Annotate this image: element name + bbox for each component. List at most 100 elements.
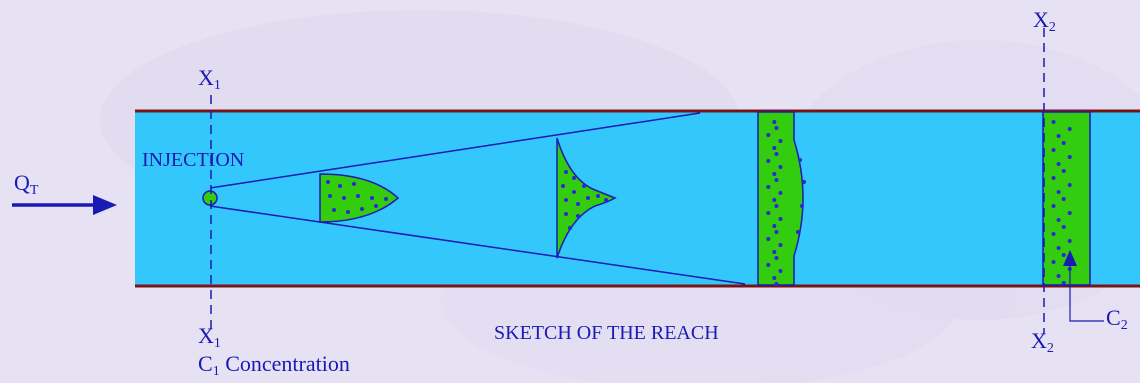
diagram-caption: SKETCH OF THE REACH bbox=[494, 322, 719, 344]
tracer-particle bbox=[1051, 232, 1056, 236]
tracer-particle bbox=[576, 214, 580, 218]
tracer-particle bbox=[1051, 120, 1056, 124]
tracer-particle bbox=[766, 185, 771, 189]
tracer-particle bbox=[772, 224, 777, 228]
tracer-particle bbox=[332, 208, 336, 212]
tracer-cloud-1-particles bbox=[326, 180, 388, 214]
c2-pointer bbox=[1063, 250, 1104, 322]
tracer-band-x2 bbox=[1042, 111, 1091, 286]
tracer-particle bbox=[774, 230, 779, 234]
tracer-particle bbox=[766, 133, 771, 137]
tracer-particle bbox=[772, 250, 777, 254]
tracer-particle bbox=[1056, 246, 1061, 250]
flow-arrow bbox=[12, 195, 117, 215]
tracer-particle bbox=[772, 276, 777, 280]
tracer-particle bbox=[1051, 260, 1056, 264]
tracer-particle bbox=[1061, 281, 1066, 285]
tracer-particle bbox=[1067, 155, 1072, 159]
tracer-particle bbox=[772, 120, 777, 124]
flow-rate-label: QT bbox=[14, 170, 39, 198]
tracer-particle bbox=[328, 194, 332, 198]
tracer-particle bbox=[370, 196, 374, 200]
tracer-particle bbox=[778, 165, 783, 169]
tracer-particle bbox=[338, 184, 342, 188]
tracer-particle bbox=[1067, 127, 1072, 131]
tracer-particle bbox=[352, 182, 356, 186]
tracer-particle bbox=[766, 237, 771, 241]
tracer-particle bbox=[564, 198, 568, 202]
tracer-particle bbox=[1061, 253, 1066, 257]
injection-point bbox=[202, 190, 218, 206]
tracer-particle bbox=[1061, 141, 1066, 145]
tracer-particle bbox=[374, 204, 378, 208]
tracer-particle bbox=[561, 184, 565, 188]
tracer-particle bbox=[576, 202, 580, 206]
section-x2-top-label: X2 bbox=[1033, 7, 1056, 35]
tracer-particle bbox=[356, 194, 360, 198]
tracer-particle bbox=[1051, 204, 1056, 208]
tracer-particle bbox=[778, 269, 783, 273]
tracer-particle bbox=[802, 180, 806, 184]
tracer-particle bbox=[342, 196, 346, 200]
tracer-particle bbox=[1056, 162, 1061, 166]
tracer-particle bbox=[778, 217, 783, 221]
tracer-particle bbox=[774, 152, 779, 156]
section-x1-top-label: X1 bbox=[198, 65, 221, 93]
injection-label: INJECTION bbox=[142, 149, 245, 171]
tracer-cloud-3-particles bbox=[766, 120, 806, 286]
tracer-particle bbox=[774, 256, 779, 260]
tracer-particle bbox=[360, 207, 364, 211]
tracer-particle bbox=[572, 190, 576, 194]
tracer-particle bbox=[1056, 218, 1061, 222]
tracer-particle bbox=[774, 126, 779, 130]
tracer-particle bbox=[1056, 134, 1061, 138]
tracer-particle bbox=[766, 159, 771, 163]
tracer-particle bbox=[796, 230, 800, 234]
tracer-particle bbox=[800, 204, 804, 208]
tracer-particle bbox=[772, 198, 777, 202]
tracer-particle bbox=[1056, 274, 1061, 278]
river-water bbox=[135, 112, 1140, 285]
tracer-band-x2-particles bbox=[1051, 120, 1072, 285]
tracer-particle bbox=[1061, 197, 1066, 201]
tracer-particle bbox=[586, 196, 590, 200]
tracer-particle bbox=[1056, 190, 1061, 194]
concentration-c1-label: C1 Concentration bbox=[198, 351, 350, 379]
tracer-particle bbox=[798, 158, 802, 162]
tracer-particle bbox=[572, 176, 576, 180]
tracer-particle bbox=[1051, 148, 1056, 152]
tracer-particle bbox=[778, 191, 783, 195]
tracer-particle bbox=[564, 212, 568, 216]
tracer-particle bbox=[1061, 225, 1066, 229]
section-x2-bottom-label: X2 bbox=[1031, 328, 1054, 356]
tracer-particle bbox=[1067, 183, 1072, 187]
tracer-particle bbox=[1061, 169, 1066, 173]
tracer-cloud-2-particles bbox=[561, 170, 608, 230]
tracer-particle bbox=[568, 226, 572, 230]
tracer-particle bbox=[772, 146, 777, 150]
tracer-particle bbox=[582, 184, 586, 188]
concentration-c2-label: C2 bbox=[1106, 305, 1128, 333]
tracer-particle bbox=[766, 263, 771, 267]
tracer-particle bbox=[772, 172, 777, 176]
tracer-particle bbox=[774, 204, 779, 208]
tracer-particle bbox=[774, 178, 779, 182]
tracer-particle bbox=[774, 282, 779, 286]
section-x1-bottom-label: X1 bbox=[198, 323, 221, 351]
plume-envelope-top bbox=[209, 112, 701, 189]
tracer-particle bbox=[1067, 211, 1072, 215]
tracer-particle bbox=[778, 243, 783, 247]
tracer-particle bbox=[564, 170, 568, 174]
tracer-particle bbox=[384, 197, 388, 201]
tracer-particle bbox=[1067, 239, 1072, 243]
tracer-particle bbox=[766, 211, 771, 215]
plume-envelope-bottom bbox=[209, 205, 746, 285]
tracer-particle bbox=[604, 198, 608, 202]
tracer-cloud-3 bbox=[757, 111, 804, 286]
tracer-particle bbox=[596, 194, 600, 198]
tracer-particle bbox=[1051, 176, 1056, 180]
tracer-particle bbox=[326, 180, 330, 184]
tracer-particle bbox=[346, 210, 350, 214]
tracer-particle bbox=[778, 139, 783, 143]
